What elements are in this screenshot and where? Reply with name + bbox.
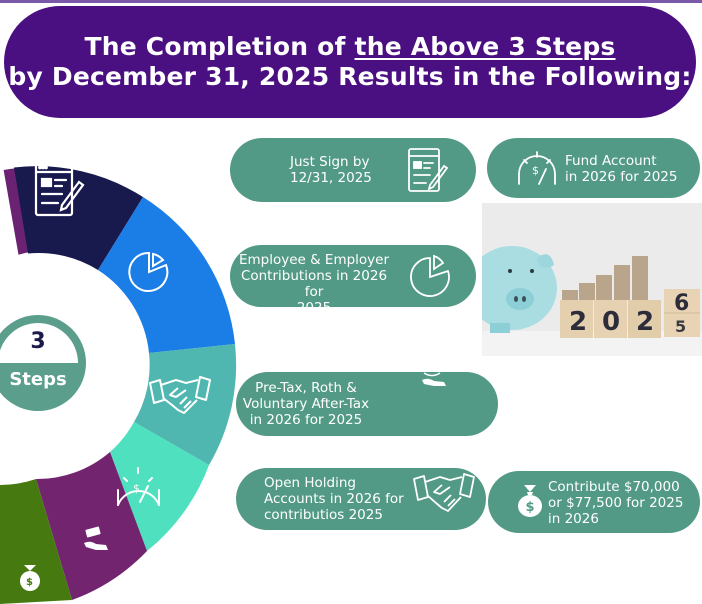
piggy-bank-illustration: 2 0 2 6 5 bbox=[482, 203, 702, 356]
money-hand-icon bbox=[84, 526, 108, 550]
money-bag-icon: $ bbox=[20, 565, 40, 591]
title-line-1: The Completion of the Above 3 Steps bbox=[4, 32, 696, 62]
handshake-icon bbox=[149, 376, 211, 414]
segment-contribute-amount bbox=[0, 479, 72, 604]
block-digit-1: 2 bbox=[569, 307, 587, 337]
segment-holding-accounts bbox=[134, 344, 237, 465]
coin-stacks bbox=[562, 256, 648, 300]
document-sign-icon bbox=[408, 148, 449, 192]
steps-count: 3 bbox=[30, 329, 46, 354]
piggy-bank-2026-photo: 2 0 2 6 5 bbox=[482, 203, 702, 356]
segment-fund-account bbox=[110, 422, 209, 551]
pill-pre-tax-text: Pre-Tax, Roth & Voluntary After-Tax in 2… bbox=[242, 380, 370, 428]
handshake-icon bbox=[413, 473, 475, 512]
svg-text:$: $ bbox=[526, 500, 535, 515]
pill-contribute-text: Contribute $70,000 or $77,500 for 2025 i… bbox=[548, 479, 684, 527]
block-digit-2: 0 bbox=[602, 307, 620, 337]
svg-text:$: $ bbox=[26, 577, 33, 588]
pill-just-sign-text: Just Sign by 12/31, 2025 bbox=[290, 154, 372, 186]
piggy-bank-icon bbox=[482, 246, 557, 333]
pill-pre-tax: Pre-Tax, Roth & Voluntary After-Tax in 2… bbox=[236, 372, 498, 436]
steps-label: Steps bbox=[9, 369, 67, 390]
pill-contribute: $ Contribute $70,000 or $77,500 for 2025… bbox=[488, 471, 700, 533]
title-banner: The Completion of the Above 3 Steps by D… bbox=[4, 6, 696, 118]
gauge-dollar-icon: $ bbox=[518, 151, 556, 185]
money-bag-icon: $ bbox=[518, 485, 542, 517]
segment-pre-tax-roth bbox=[36, 452, 147, 600]
steps-badge: 3 Steps bbox=[0, 315, 86, 411]
title-line-2: by December 31, 2025 Results in the Foll… bbox=[8, 62, 692, 91]
svg-text:$: $ bbox=[133, 482, 140, 495]
block-digit-3: 2 bbox=[636, 307, 654, 337]
pie-chart-icon bbox=[410, 254, 450, 297]
title-line-1-plain: The Completion of bbox=[84, 32, 355, 61]
pill-contributions-text: Employee & Employer Contributions in 202… bbox=[238, 252, 390, 316]
segment-purple-top bbox=[3, 168, 30, 255]
pill-contributions: Employee & Employer Contributions in 202… bbox=[230, 245, 476, 316]
pill-fund-account-text: Fund Account in 2026 for 2025 bbox=[565, 153, 678, 185]
title-line-1-underlined: the Above 3 Steps bbox=[354, 32, 616, 61]
pill-open-holding: Open Holding Accounts in 2026 for contri… bbox=[236, 468, 486, 530]
block-digit-flip-top: 6 bbox=[674, 291, 689, 316]
pie-chart-icon bbox=[128, 251, 169, 292]
top-border-line bbox=[0, 0, 702, 3]
svg-text:$: $ bbox=[532, 164, 539, 177]
pill-open-holding-text: Open Holding Accounts in 2026 for contri… bbox=[264, 475, 404, 523]
block-digit-flip-bottom: 5 bbox=[675, 317, 686, 336]
pill-fund-account: $ Fund Account in 2026 for 2025 bbox=[487, 138, 700, 198]
document-sign-icon bbox=[34, 161, 85, 217]
gauge-dollar-icon: $ bbox=[117, 467, 160, 506]
wooden-year-blocks: 2 0 2 6 5 bbox=[560, 289, 700, 338]
segment-sign bbox=[14, 166, 143, 270]
pill-just-sign: Just Sign by 12/31, 2025 bbox=[230, 138, 476, 202]
money-hand-icon bbox=[422, 372, 446, 386]
